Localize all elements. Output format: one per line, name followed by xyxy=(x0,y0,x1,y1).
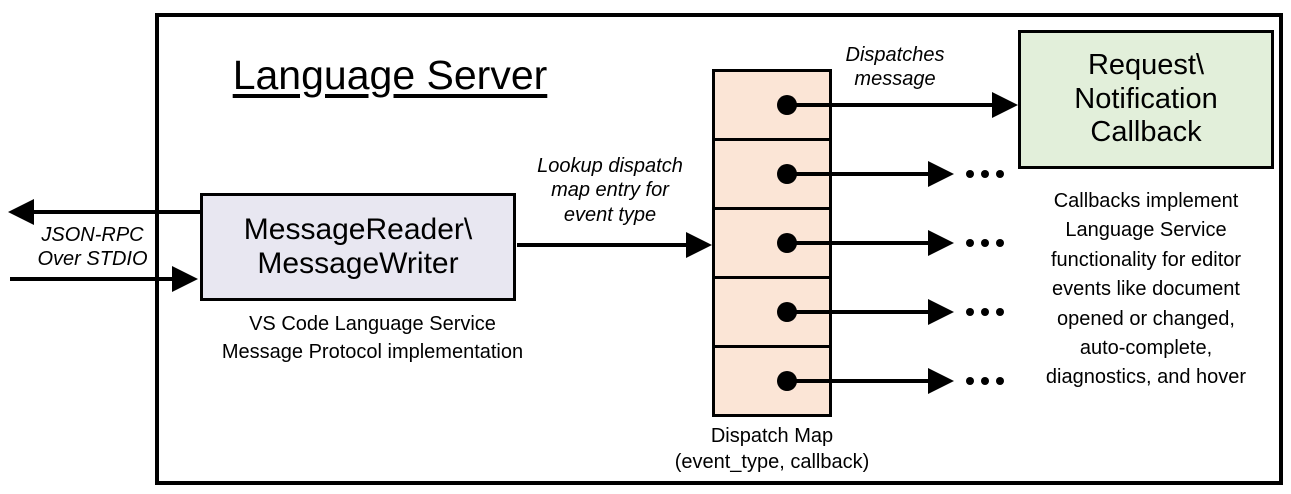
callback-box-line3: Callback xyxy=(1090,116,1202,149)
arrowhead-right-icon xyxy=(928,299,954,325)
json-rpc-label-line1: JSON-RPC xyxy=(41,224,144,246)
dispatch-map-label-line1: Dispatch Map xyxy=(710,425,834,447)
dispatch-map-cell xyxy=(715,210,829,279)
callback-note-line4: events like document xyxy=(1052,278,1240,301)
callback-note-line5: opened or changed, xyxy=(1057,307,1235,330)
ellipsis-dot-icon xyxy=(966,308,974,316)
callback-note-line1: Callbacks implement xyxy=(1053,190,1239,212)
ellipsis-dot-icon xyxy=(996,377,1004,385)
ellipsis-dot-icon xyxy=(981,239,989,247)
reader-caption-line2: Message Protocol implementation xyxy=(221,340,524,363)
language-server-boundary-box xyxy=(155,13,1283,485)
callback-note: Callbacks implement Language Service fun… xyxy=(1020,187,1272,393)
dispatch-arrow-line xyxy=(787,379,930,383)
lookup-dispatch-label: Lookup dispatch map entry for event type xyxy=(510,154,710,227)
lookup-label-line3: event type xyxy=(563,203,657,226)
arrowhead-right-icon xyxy=(928,368,954,394)
dispatch-arrow-line xyxy=(787,103,994,107)
dispatch-map-label-line2: (event_type, callback) xyxy=(674,451,870,473)
request-notification-callback-box: Request\ Notification Callback xyxy=(1018,30,1274,169)
dispatch-arrow-line xyxy=(787,172,930,176)
ellipsis-dot-icon xyxy=(996,308,1004,316)
lookup-label-line1: Lookup dispatch xyxy=(537,155,683,177)
dispatches-label-line2: message xyxy=(854,68,936,91)
message-reader-line: MessageReader\ xyxy=(243,212,473,246)
lookup-arrow-line xyxy=(517,243,687,247)
dispatch-arrow-line xyxy=(787,310,930,314)
callback-note-line6: auto-complete, xyxy=(1079,336,1213,359)
ellipsis-dot-icon xyxy=(996,239,1004,247)
ellipsis-dot-icon xyxy=(966,377,974,385)
message-writer-line: MessageWriter xyxy=(257,247,459,280)
arrowhead-right-icon xyxy=(686,232,712,258)
callback-note-line7: diagnostics, and hover xyxy=(1045,366,1247,389)
arrowhead-left-icon xyxy=(8,199,34,225)
dispatch-map-cell xyxy=(715,72,829,141)
ellipsis-dot-icon xyxy=(966,170,974,178)
json-rpc-label-line2: Over STDIO xyxy=(37,248,148,271)
dispatch-map-cell xyxy=(715,141,829,210)
callback-note-line2: Language Service xyxy=(1065,219,1227,242)
callback-note-line3: functionality for editor xyxy=(1050,248,1242,271)
dispatch-map-label: Dispatch Map (event_type, callback) xyxy=(652,423,892,475)
diagram-title: Language Server xyxy=(232,52,548,98)
json-rpc-label: JSON-RPC Over STDIO xyxy=(25,223,160,272)
arrowhead-right-icon xyxy=(928,161,954,187)
dispatches-message-label: Dispatches message xyxy=(825,43,965,92)
ellipsis-dot-icon xyxy=(996,170,1004,178)
ellipsis-dot-icon xyxy=(966,239,974,247)
ellipsis-dot-icon xyxy=(981,170,989,178)
reader-caption: VS Code Language Service Message Protoco… xyxy=(180,311,565,366)
ellipsis-dot-icon xyxy=(981,308,989,316)
dispatches-label-line1: Dispatches xyxy=(845,44,945,66)
reader-caption-line1: VS Code Language Service xyxy=(249,313,496,335)
callback-box-line2: Notification xyxy=(1074,82,1218,115)
stdio-in-arrow-line xyxy=(10,277,174,281)
message-reader-writer-box: MessageReader\ MessageWriter xyxy=(200,193,516,301)
arrowhead-right-icon xyxy=(992,92,1018,118)
lookup-label-line2: map entry for xyxy=(551,179,669,202)
arrowhead-right-icon xyxy=(928,230,954,256)
stdio-out-arrow-line xyxy=(30,210,200,214)
dispatch-arrow-line xyxy=(787,241,930,245)
arrowhead-right-icon xyxy=(172,266,198,292)
callback-box-line1: Request\ xyxy=(1087,49,1205,82)
dispatch-map-cell xyxy=(715,279,829,348)
ellipsis-dot-icon xyxy=(981,377,989,385)
